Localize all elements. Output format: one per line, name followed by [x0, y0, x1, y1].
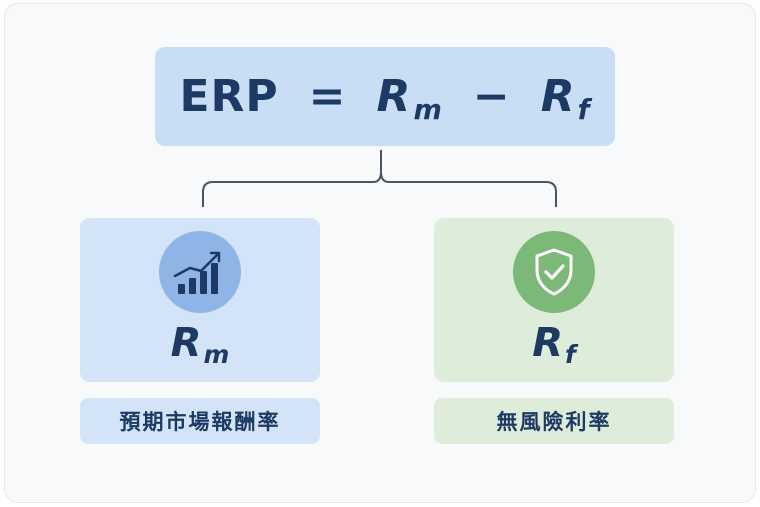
risk-free-label: 無風險利率: [434, 398, 674, 444]
brace-left-branch: [202, 150, 382, 207]
formula-term-riskfree: Rf: [540, 71, 591, 126]
market-return-label: 預期市場報酬率: [80, 398, 320, 444]
shield-icon-circle: [513, 231, 595, 313]
market-return-var-sub: m: [203, 339, 230, 369]
risk-free-variable: Rf: [434, 320, 674, 369]
formula-equals: =: [308, 71, 347, 122]
risk-free-var-base: R: [532, 320, 563, 366]
formula-term-market-sub: m: [413, 94, 443, 126]
formula-term-riskfree-base: R: [540, 71, 576, 122]
chart-icon-circle: [159, 231, 241, 313]
formula-term-riskfree-sub: f: [577, 94, 591, 126]
formula-term-market: Rm: [376, 71, 443, 126]
formula-box: ERP = Rm − Rf: [155, 47, 615, 146]
market-return-panel: Rm: [80, 218, 320, 382]
formula-lhs: ERP: [179, 71, 279, 122]
risk-free-panel: Rf: [434, 218, 674, 382]
bar-chart-trend-up-icon: [173, 251, 221, 294]
formula-minus: −: [472, 71, 511, 122]
erp-formula: ERP = Rm − Rf: [179, 71, 591, 126]
formula-term-market-base: R: [376, 71, 412, 122]
risk-free-var-sub: f: [565, 339, 576, 369]
market-return-variable: Rm: [80, 320, 320, 369]
market-return-var-base: R: [170, 320, 202, 366]
brace-connector: [202, 150, 557, 207]
brace-right-branch: [380, 171, 557, 207]
shield-check-icon: [535, 248, 573, 296]
